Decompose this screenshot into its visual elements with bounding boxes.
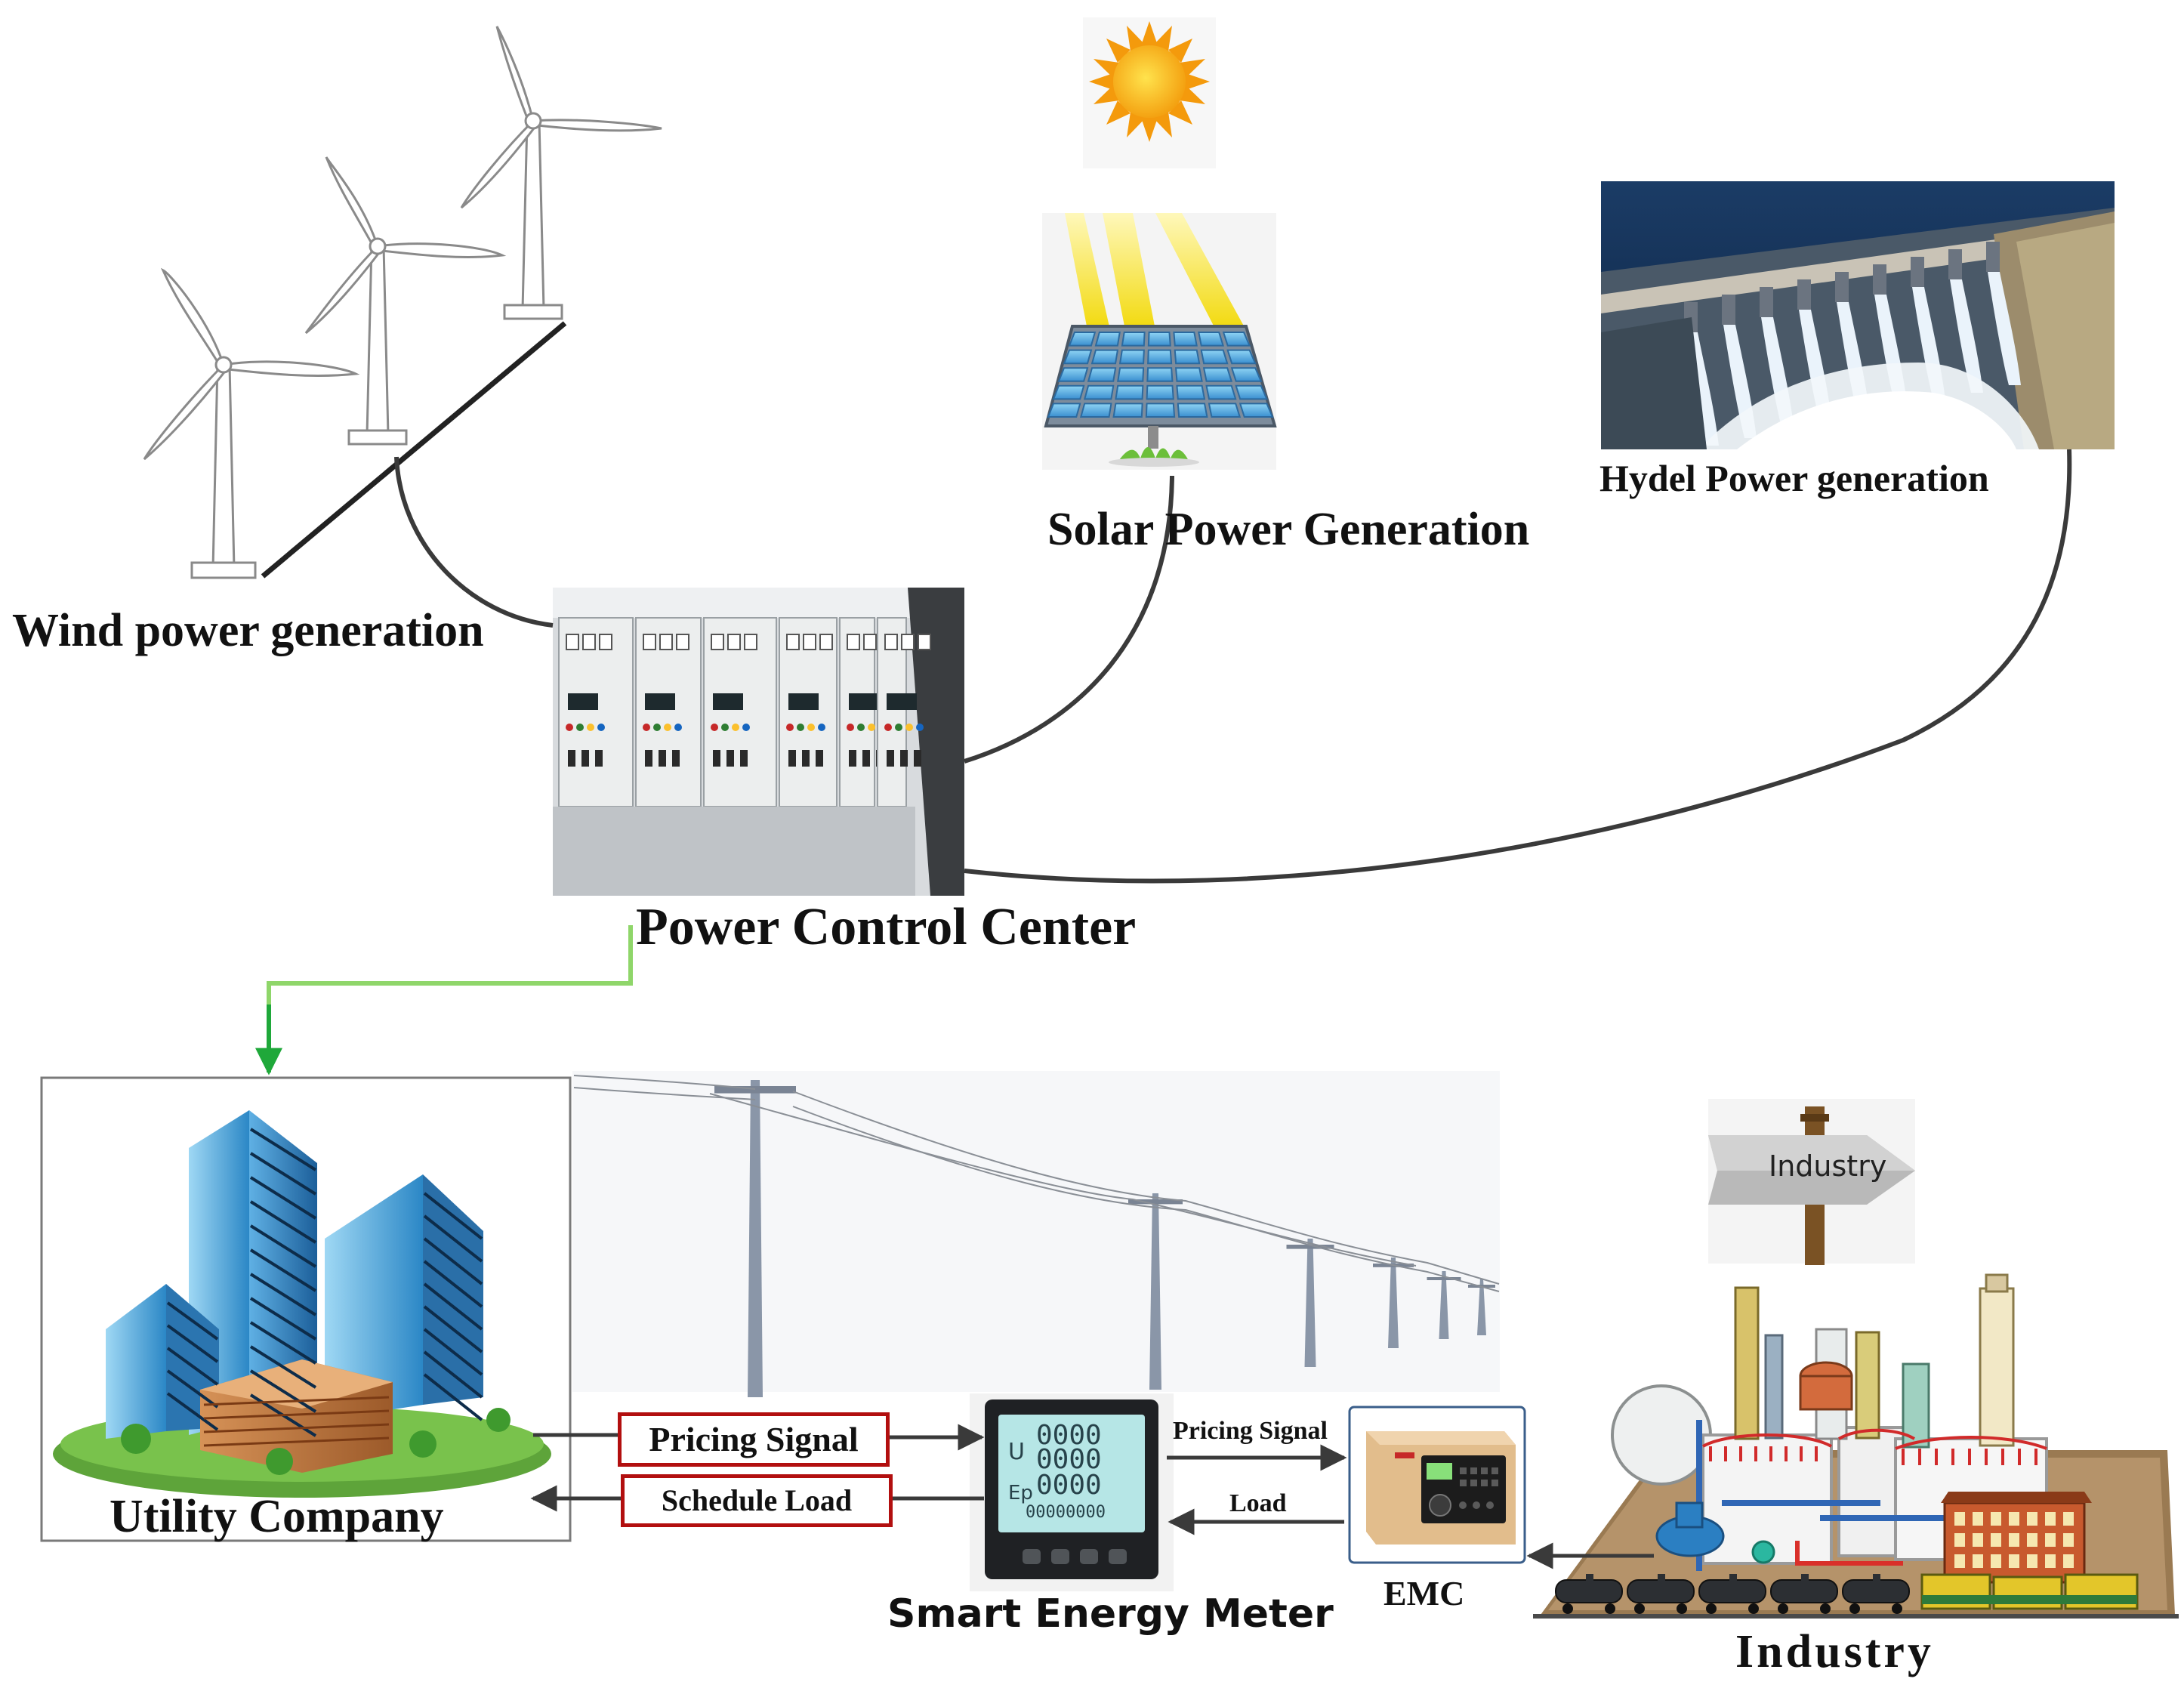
emc-label: EMC	[1384, 1574, 1465, 1612]
pricing-arrow-label: Pricing Signal	[1173, 1417, 1328, 1445]
signpost-icon	[1708, 1099, 1915, 1265]
wind-label: Wind power generation	[12, 605, 484, 656]
meter-label: Smart Energy Meter	[887, 1591, 1334, 1637]
factory-icon	[1533, 1273, 2179, 1619]
load-arrow-label: Load	[1229, 1489, 1287, 1517]
meter-ep-label: Ep	[1008, 1482, 1033, 1504]
hydel-label: Hydel Power generation	[1599, 457, 1989, 499]
control-center-label: Power Control Center	[636, 898, 1137, 956]
meter-readout-2: 0000	[1036, 1444, 1102, 1475]
wind-turbine-icon	[143, 26, 662, 579]
sun-icon	[1083, 17, 1216, 168]
industry-label: Industry	[1735, 1626, 1934, 1677]
pricing-signal-box: Pricing Signal	[618, 1412, 890, 1467]
meter-u-label: U	[1008, 1439, 1025, 1465]
control-panel-icon	[553, 588, 964, 896]
industry-sign-text: Industry	[1769, 1150, 1887, 1183]
emc-device-icon	[1348, 1406, 1526, 1564]
schedule-load-box: Schedule Load	[621, 1474, 893, 1527]
meter-readout-1: 0000	[1036, 1420, 1102, 1451]
hydro-dam-icon	[1601, 181, 2115, 449]
meter-readout-3: 0000	[1036, 1470, 1102, 1501]
office-buildings-icon	[40, 1076, 572, 1542]
power-pole-icon	[572, 1071, 1500, 1397]
utility-label: Utility Company	[110, 1491, 444, 1542]
solar-label: Solar Power Generation	[1047, 504, 1530, 555]
solar-panel-icon	[1042, 213, 1277, 470]
energy-meter-icon	[970, 1393, 1174, 1591]
meter-readout-4: 00000000	[1026, 1503, 1106, 1522]
